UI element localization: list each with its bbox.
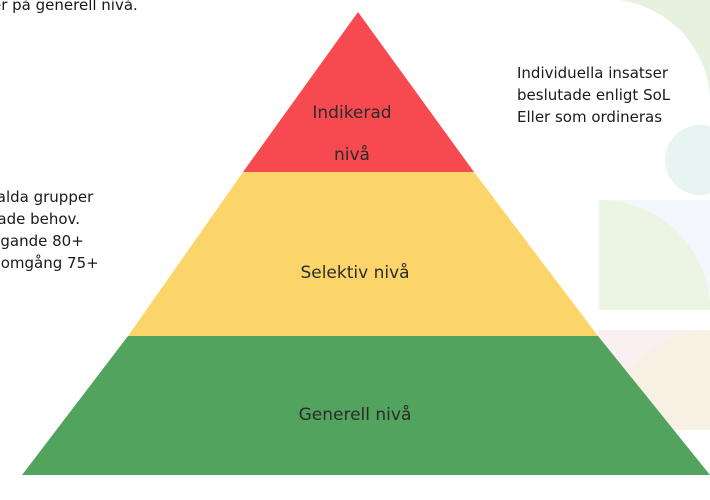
description-line: beslutade enligt SoL	[517, 86, 671, 104]
description-line: enomgång 75+	[0, 254, 99, 272]
description-line: Individuella insatser	[517, 64, 668, 82]
indicated-level-label-line2: nivå	[334, 145, 370, 165]
general-level-label: Generell nivå	[298, 405, 412, 425]
selective-level-label: Selektiv nivå	[300, 263, 410, 283]
bg-circle-teal	[665, 125, 710, 195]
indicated-level-label-line1: Indikerad	[312, 103, 392, 123]
bg-quarter-circle-green	[600, 200, 710, 310]
indicated-level-triangle	[243, 12, 474, 172]
bg-blob-green	[620, 0, 710, 100]
description-line: Eller som ordineras	[517, 108, 663, 126]
description-line: tvalda grupper	[0, 188, 94, 206]
description-line: yggande 80+	[0, 232, 84, 250]
selective-level-trapezoid	[128, 172, 598, 336]
top-caption: er på generell nivå.	[0, 0, 138, 14]
indicated-level-description: Individuella insatser beslutade enligt S…	[517, 62, 670, 128]
general-level-trapezoid	[22, 336, 710, 475]
